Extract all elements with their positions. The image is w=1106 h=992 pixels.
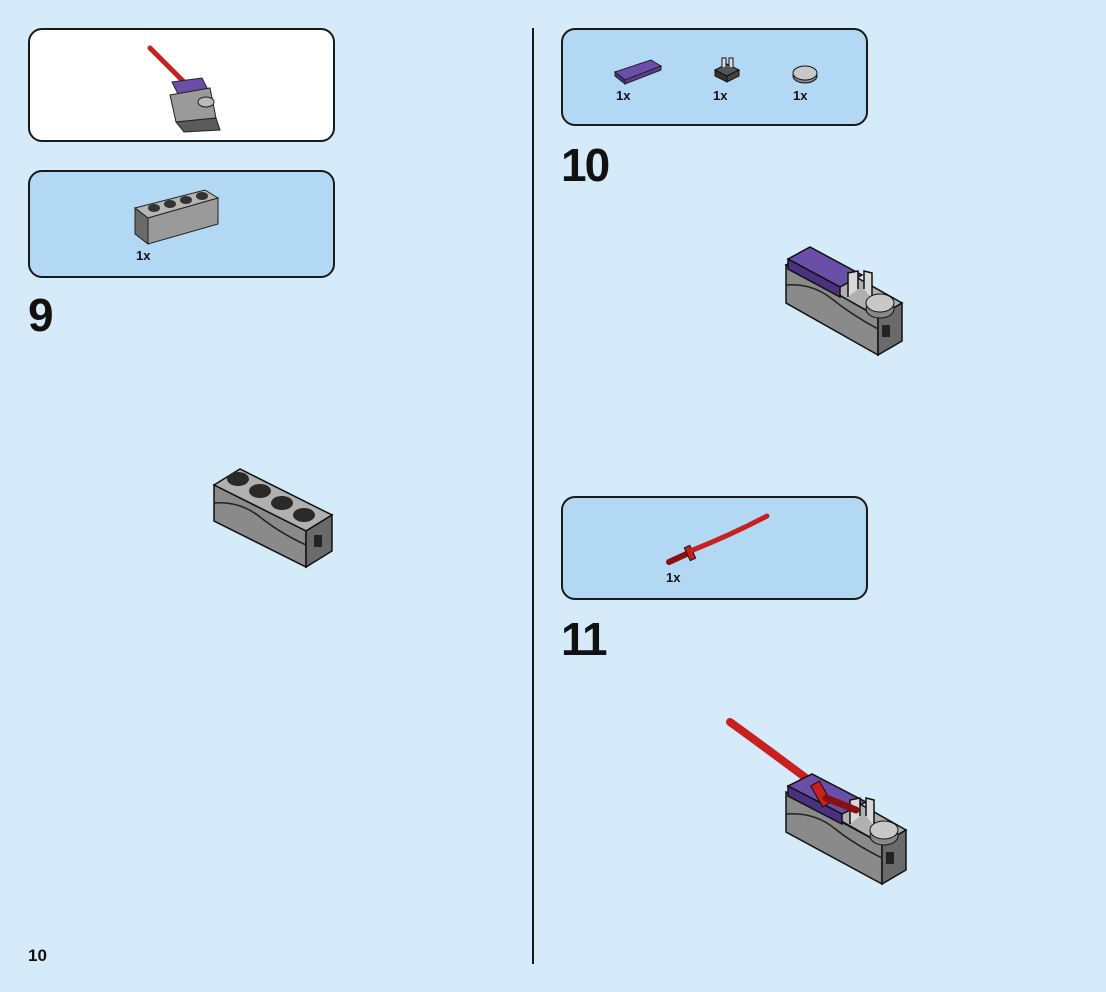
subassembly-callout <box>28 28 335 142</box>
part-qty: 1x <box>793 88 808 103</box>
purple-tile-icon <box>613 59 663 86</box>
part-qty: 1x <box>616 88 631 103</box>
step-9-parts-box: 1x <box>28 170 335 278</box>
round-tile-icon <box>792 65 818 84</box>
subassembly-icon <box>147 45 221 133</box>
column-divider <box>532 28 534 964</box>
part-qty: 1x <box>666 570 681 585</box>
step-11-parts-box: 1x <box>561 496 868 600</box>
step-10-parts-box: 1x 1x 1x <box>561 28 868 126</box>
step-9-number: 9 <box>28 289 54 341</box>
step-10-number: 10 <box>561 139 610 191</box>
part-qty: 1x <box>713 88 728 103</box>
clip-plate-icon <box>713 57 741 83</box>
gray-1x4-brick-icon <box>133 189 220 246</box>
step-11-assembly-illustration <box>726 718 908 886</box>
part-qty: 1x <box>136 248 151 263</box>
page-number: 10 <box>28 946 47 965</box>
step-10-assembly-illustration <box>784 246 904 357</box>
step-11-number: 11 <box>561 613 608 665</box>
step-9-brick-illustration <box>212 468 334 569</box>
red-katana-icon <box>666 513 770 565</box>
